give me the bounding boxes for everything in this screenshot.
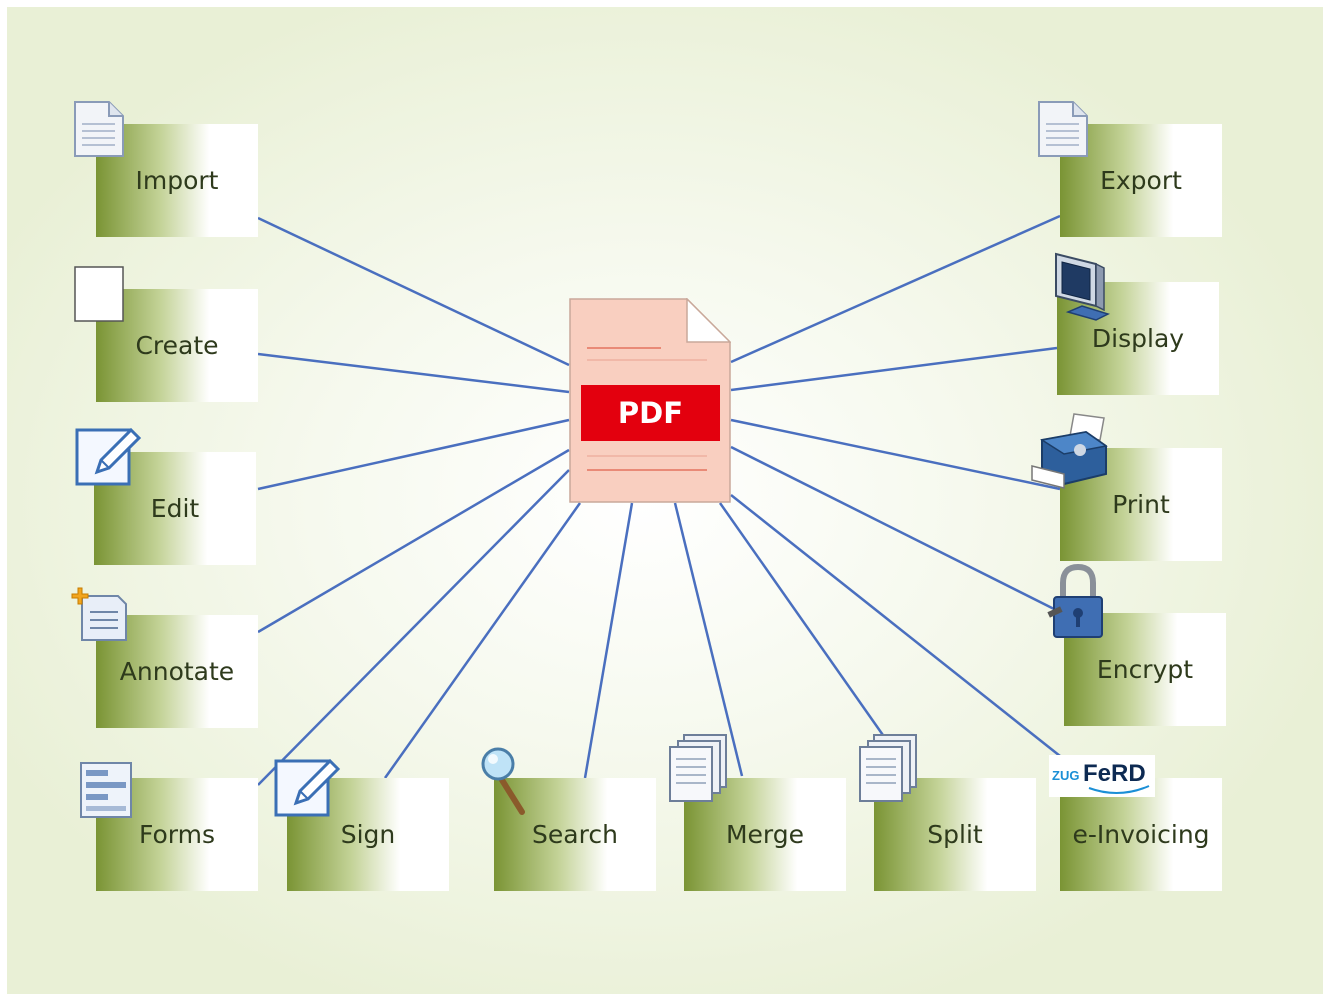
connector-merge [673, 502, 744, 777]
node-label: Search [532, 820, 618, 849]
node-label: Export [1100, 166, 1182, 195]
pdf-label: PDF [581, 385, 720, 441]
connector-display [730, 346, 1058, 392]
connector-export [730, 214, 1061, 364]
connector-edit [257, 418, 570, 491]
edit-pencil-icon [75, 427, 142, 486]
connector-search [583, 502, 634, 779]
svg-text:ZUG: ZUG [1052, 768, 1079, 783]
connector-forms [257, 469, 570, 786]
stacked-documents-icon [859, 734, 917, 802]
pdf-document: PDF [569, 298, 731, 503]
connector-annotate [257, 448, 570, 634]
node-label: e-Invoicing [1072, 820, 1210, 849]
magnifier-icon [481, 747, 525, 815]
node-label: Import [135, 166, 219, 195]
node-label: Annotate [119, 657, 235, 686]
connector-sign [383, 502, 582, 779]
node-label: Merge [725, 820, 805, 849]
connector-einvoicing [730, 494, 1061, 757]
connector-import [257, 216, 570, 367]
stacked-documents-icon [669, 734, 727, 802]
node-label: Print [1112, 490, 1170, 519]
form-icon [80, 762, 132, 818]
connector-print [730, 418, 1061, 491]
node-label: Sign [340, 820, 396, 849]
connector-encrypt [730, 445, 1061, 614]
svg-text:FeRD: FeRD [1083, 760, 1146, 787]
blank-page-icon [74, 266, 124, 322]
padlock-icon [1047, 563, 1103, 638]
sign-pencil-icon [274, 758, 341, 817]
node-label: Encrypt [1096, 655, 1194, 684]
connector-split [718, 502, 887, 739]
annotate-note-icon [71, 587, 127, 641]
printer-icon [1031, 413, 1108, 489]
connector-create [257, 352, 570, 394]
zugferd-logo-icon: ZUG FeRD [1049, 755, 1155, 797]
document-icon [74, 101, 124, 157]
node-label: Edit [150, 494, 200, 523]
node-label: Display [1091, 324, 1185, 353]
node-label: Create [135, 331, 219, 360]
node-label: Forms [138, 820, 215, 849]
monitor-icon [1055, 252, 1111, 321]
document-icon [1038, 101, 1088, 157]
node-label: Split [927, 820, 983, 849]
